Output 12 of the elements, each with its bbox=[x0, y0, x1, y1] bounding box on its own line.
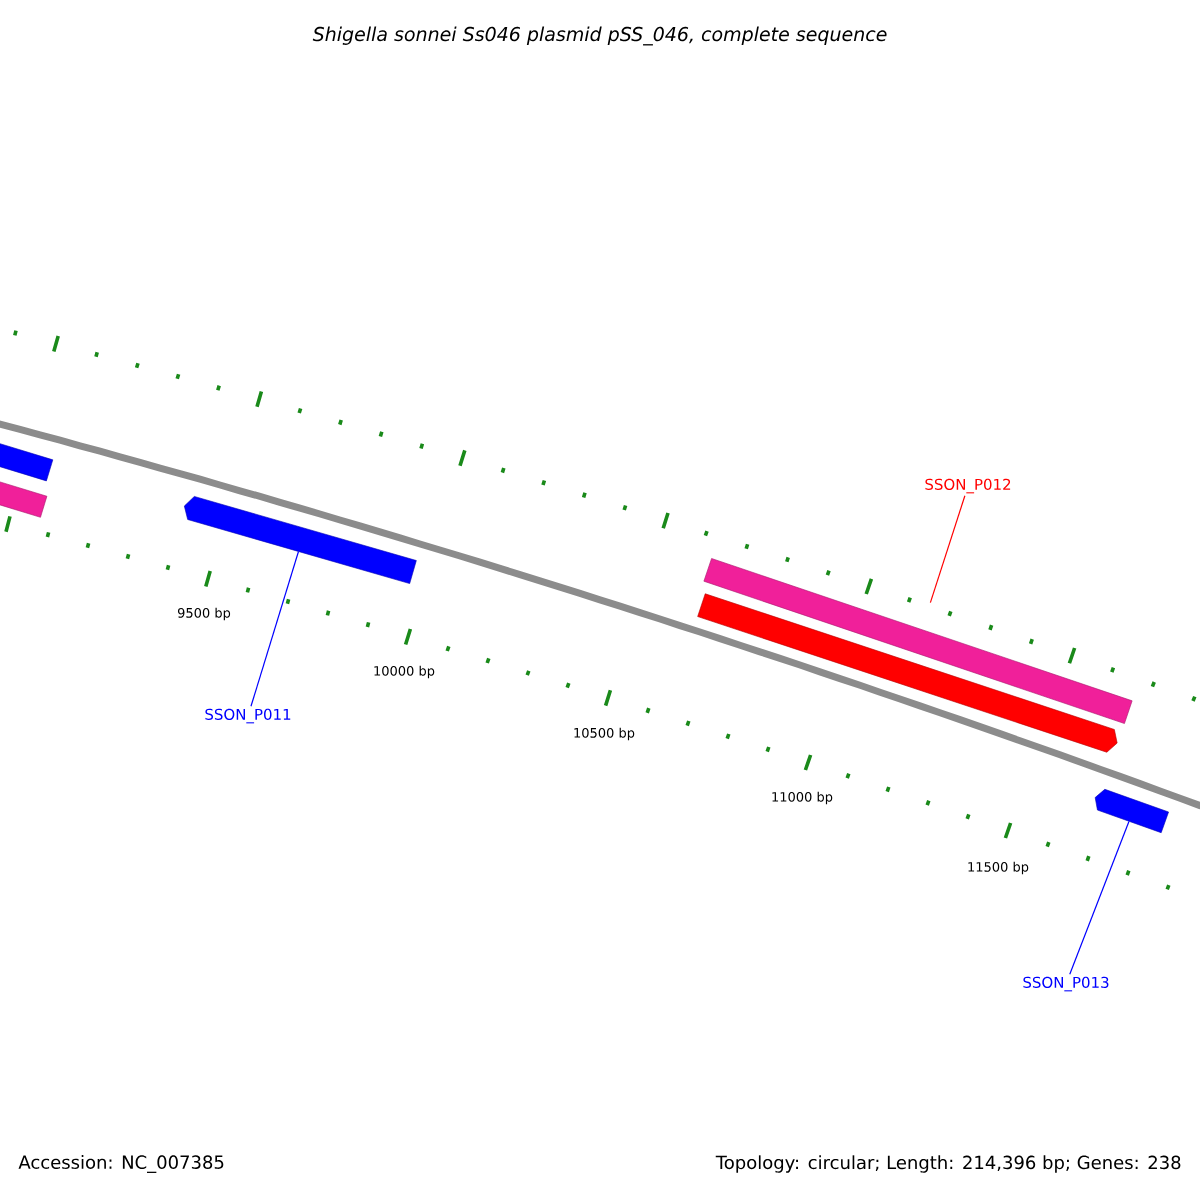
gene-arrow bbox=[184, 496, 417, 584]
gene-arrow bbox=[0, 440, 54, 482]
footer-text: Topology: circular; Length: 214,396 bp; Genes: 238 bbox=[715, 1155, 1181, 1173]
gene-arrow bbox=[697, 593, 1118, 753]
gene-arrow bbox=[0, 478, 48, 518]
gene-arrow bbox=[703, 558, 1133, 724]
gene-arrow bbox=[1094, 789, 1169, 833]
title: Shigella sonnei Ss046 plasmid pSS_046, complete sequence bbox=[312, 26, 887, 46]
leader-line bbox=[929, 495, 966, 604]
leader-line bbox=[250, 551, 299, 707]
footer-text: Accession: NC_007385 bbox=[18, 1155, 224, 1173]
leader-line bbox=[1069, 820, 1130, 975]
